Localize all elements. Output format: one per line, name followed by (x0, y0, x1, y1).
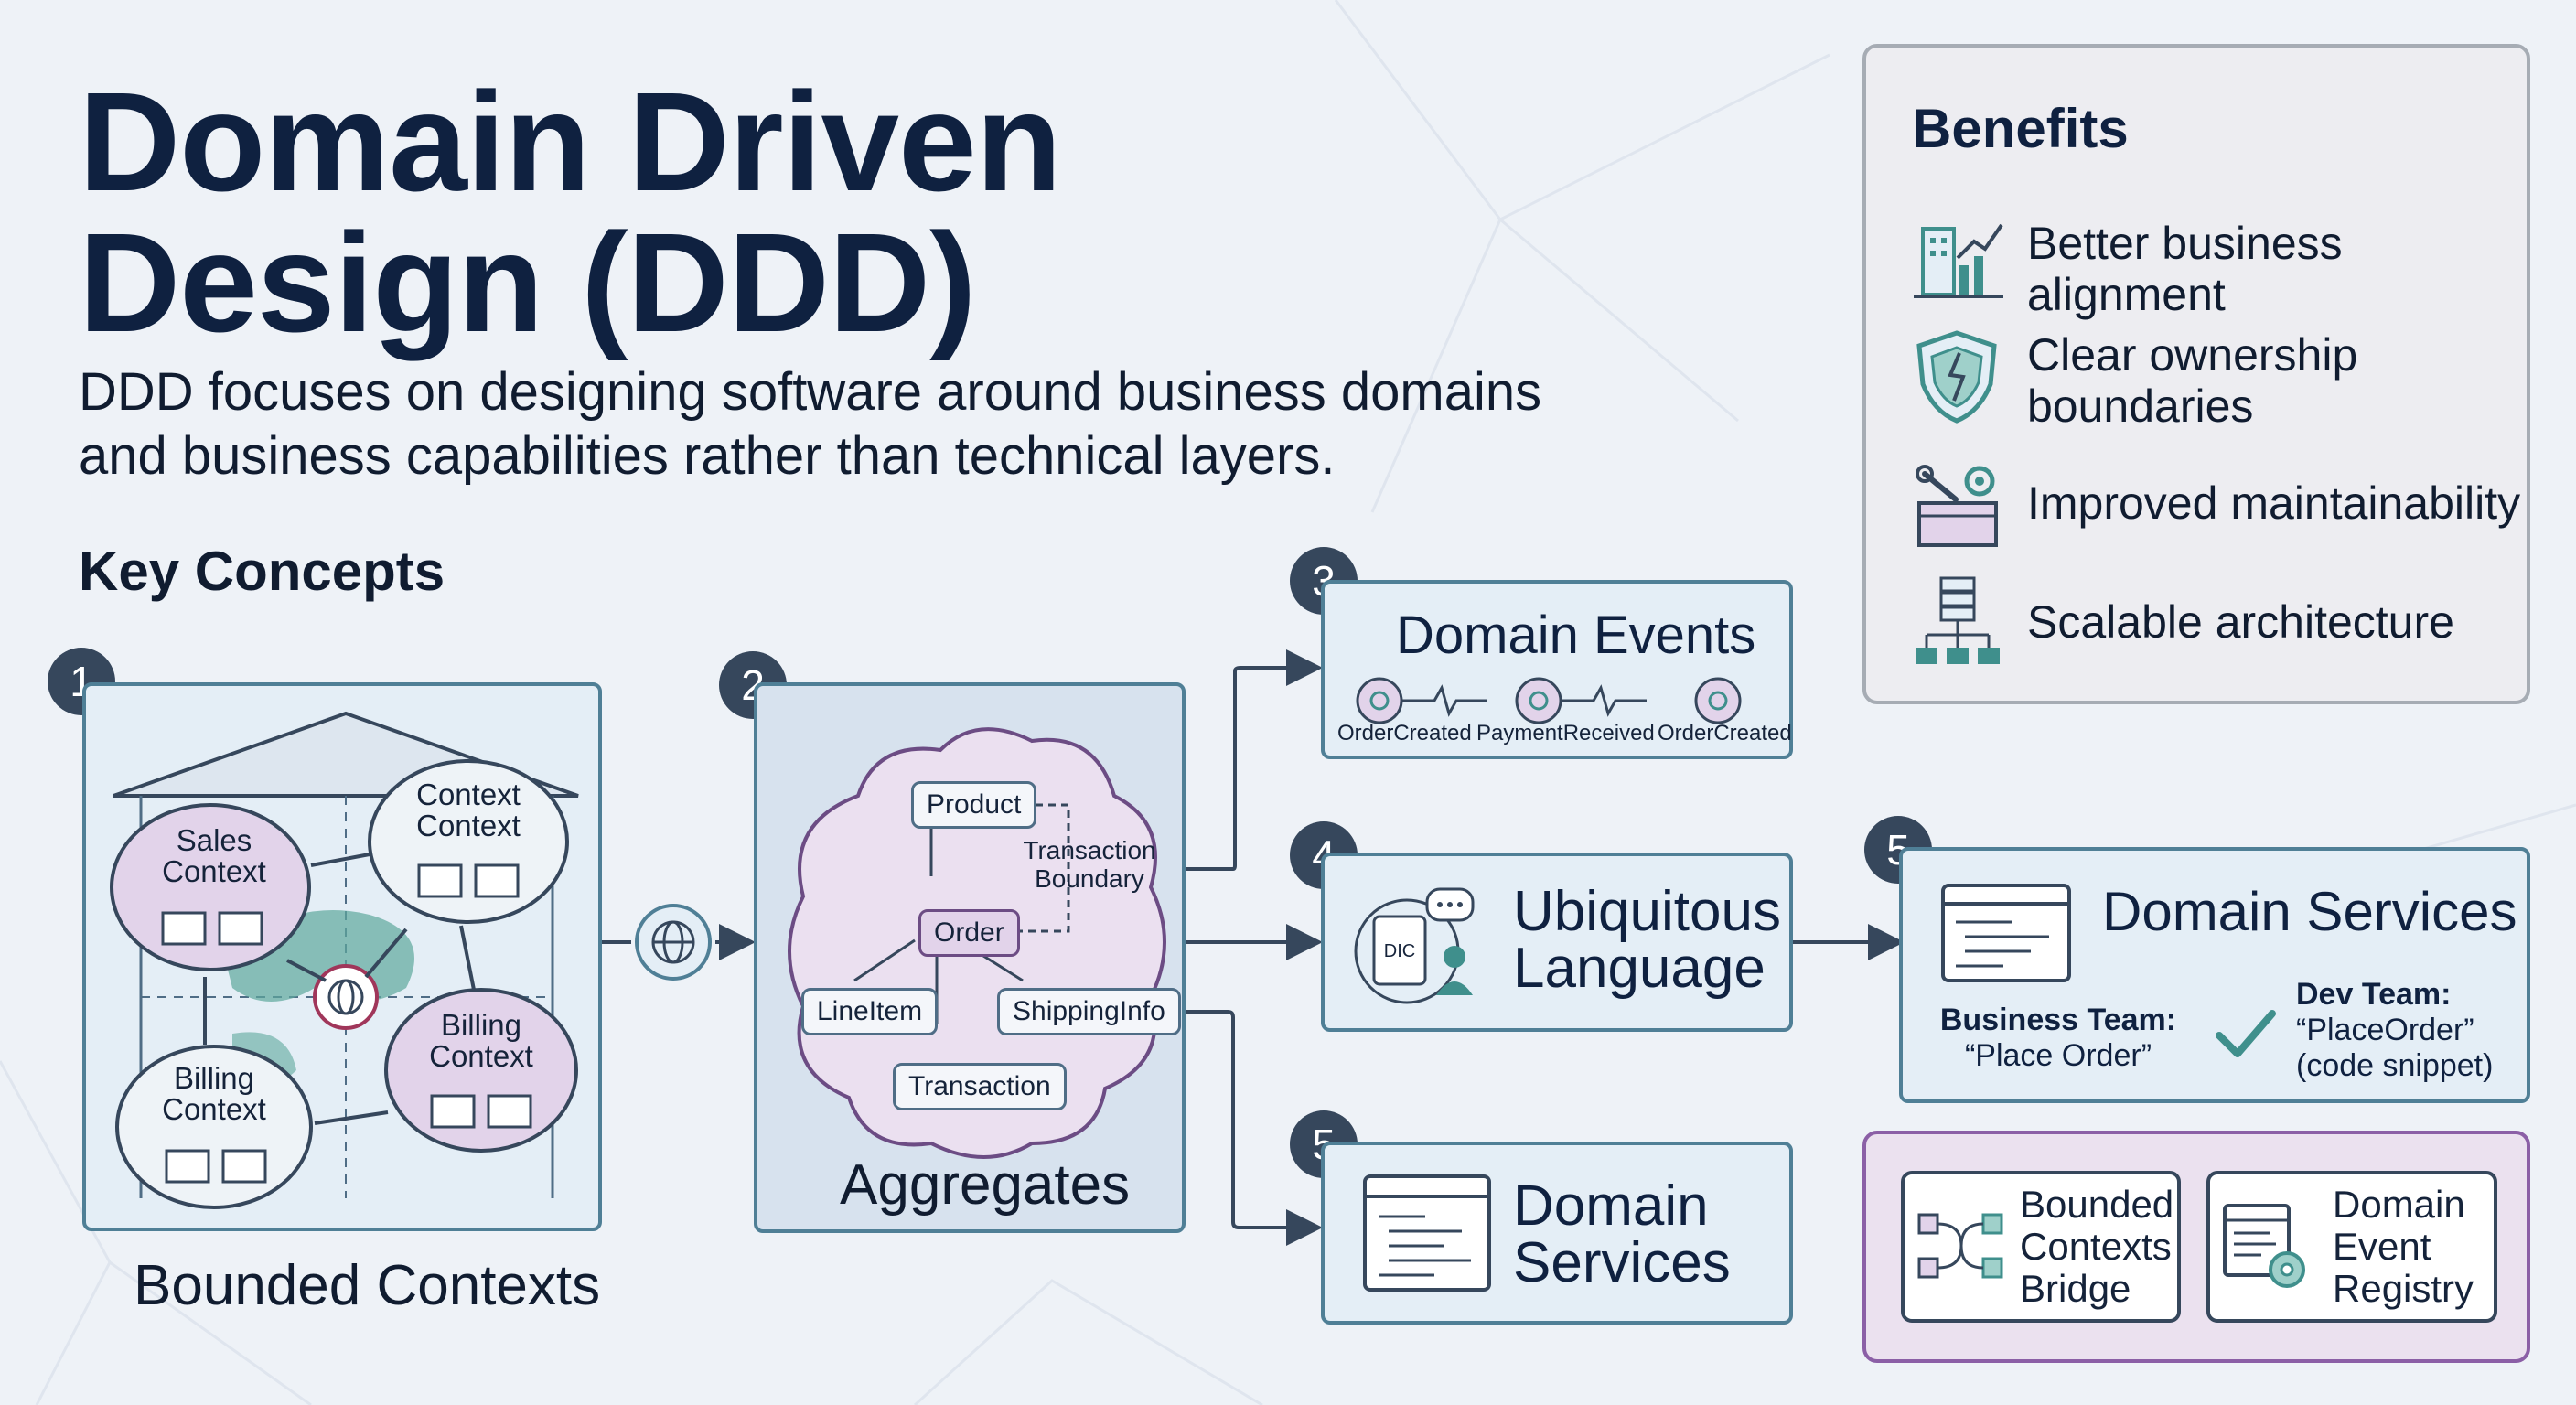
check-icon (2216, 1010, 2276, 1057)
key-concepts-label: Key Concepts (79, 541, 445, 602)
svg-text:DIC: DIC (1384, 941, 1415, 961)
context-label-sales: Sales Context (162, 823, 266, 888)
dev-team-label: Dev Team: “PlaceOrder” (code snippet) (2296, 977, 2494, 1083)
domain-services-right-panel: Domain Services Business Team: “Place Or… (1899, 847, 2530, 1103)
domain-services-right-title: Domain Services (2102, 881, 2517, 942)
bridge-connector-icon (1917, 1213, 2003, 1279)
domain-event-registry-card[interactable]: Domain Event Registry (2206, 1171, 2497, 1323)
registry-card-text: Domain Event Registry (2333, 1183, 2474, 1310)
transaction-boundary-label: Transaction Boundary (1023, 836, 1156, 893)
product-entity-chip: Product (911, 781, 1037, 829)
benefits-panel: Benefits Better business alignment Clear… (1862, 44, 2530, 704)
ubiquitous-language-title: Ubiquitous Language (1513, 880, 1781, 1000)
benefit-text-ownership: Clear ownership boundaries (2027, 329, 2358, 432)
domain-events-title: Domain Events (1396, 606, 1756, 665)
benefit-text-scalable: Scalable architecture (2027, 596, 2454, 648)
ubiquitous-language-panel: DIC Ubiquitous Language (1321, 853, 1793, 1032)
benefit-text-maintainability: Improved maintainability (2027, 477, 2521, 529)
event-timeline (1356, 677, 1742, 724)
bounded-contexts-panel: Sales Context Context Context Billing Co… (82, 682, 602, 1231)
order-aggregate-root-chip: Order (918, 909, 1020, 957)
registry-gear-icon (2223, 1204, 2305, 1288)
toolbox-icon (1916, 465, 1998, 547)
dictionary-chat-icon: DIC (1354, 887, 1475, 1004)
event-label-order-created: OrderCreated (1337, 721, 1472, 745)
bounded-contexts-number-badge: 1 (48, 648, 115, 715)
context-label-context: Context Context (416, 778, 521, 842)
business-growth-icon (1914, 223, 2003, 298)
code-window-icon (1941, 884, 2071, 982)
shield-icon (1916, 330, 1997, 424)
event-gear-icon (1356, 677, 1742, 724)
server-hierarchy-icon (1916, 576, 2000, 664)
context-label-billing-left: Billing Context (162, 1061, 266, 1126)
bounded-contexts-illustration (110, 711, 579, 1209)
page-subtitle: DDD focuses on designing software around… (79, 362, 1542, 486)
transaction-chip: Transaction (893, 1063, 1067, 1110)
domain-services-left-title: Domain Services (1513, 1174, 1731, 1294)
aggregates-caption: Aggregates (840, 1153, 1131, 1217)
bridge-registry-panel: Bounded Contexts Bridge Domain Event Reg… (1862, 1131, 2530, 1363)
shipping-info-chip: ShippingInfo (997, 988, 1181, 1035)
context-label-billing-right: Billing Context (429, 1008, 533, 1073)
code-window-icon (1363, 1174, 1491, 1292)
aggregates-panel: Product Order LineItem ShippingInfo Tran… (754, 682, 1186, 1233)
event-label-order-created-2: OrderCreated (1658, 721, 1792, 745)
bridge-card-text: Bounded Contexts Bridge (2020, 1183, 2174, 1310)
aggregate-cloud (788, 727, 1166, 1159)
domain-services-left-panel: Domain Services (1321, 1142, 1793, 1325)
line-item-chip: LineItem (801, 988, 939, 1035)
domain-events-panel: Domain Events OrderCreated PaymentReceiv… (1321, 580, 1793, 759)
event-label-payment-received: PaymentReceived (1476, 721, 1655, 745)
bounded-contexts-caption: Bounded Contexts (134, 1254, 601, 1317)
business-team-label: Business Team: “Place Order” (1939, 1003, 2177, 1073)
benefits-title: Benefits (1912, 98, 2129, 159)
bounded-contexts-bridge-card[interactable]: Bounded Contexts Bridge (1901, 1171, 2181, 1323)
benefit-text-alignment: Better business alignment (2027, 218, 2343, 320)
